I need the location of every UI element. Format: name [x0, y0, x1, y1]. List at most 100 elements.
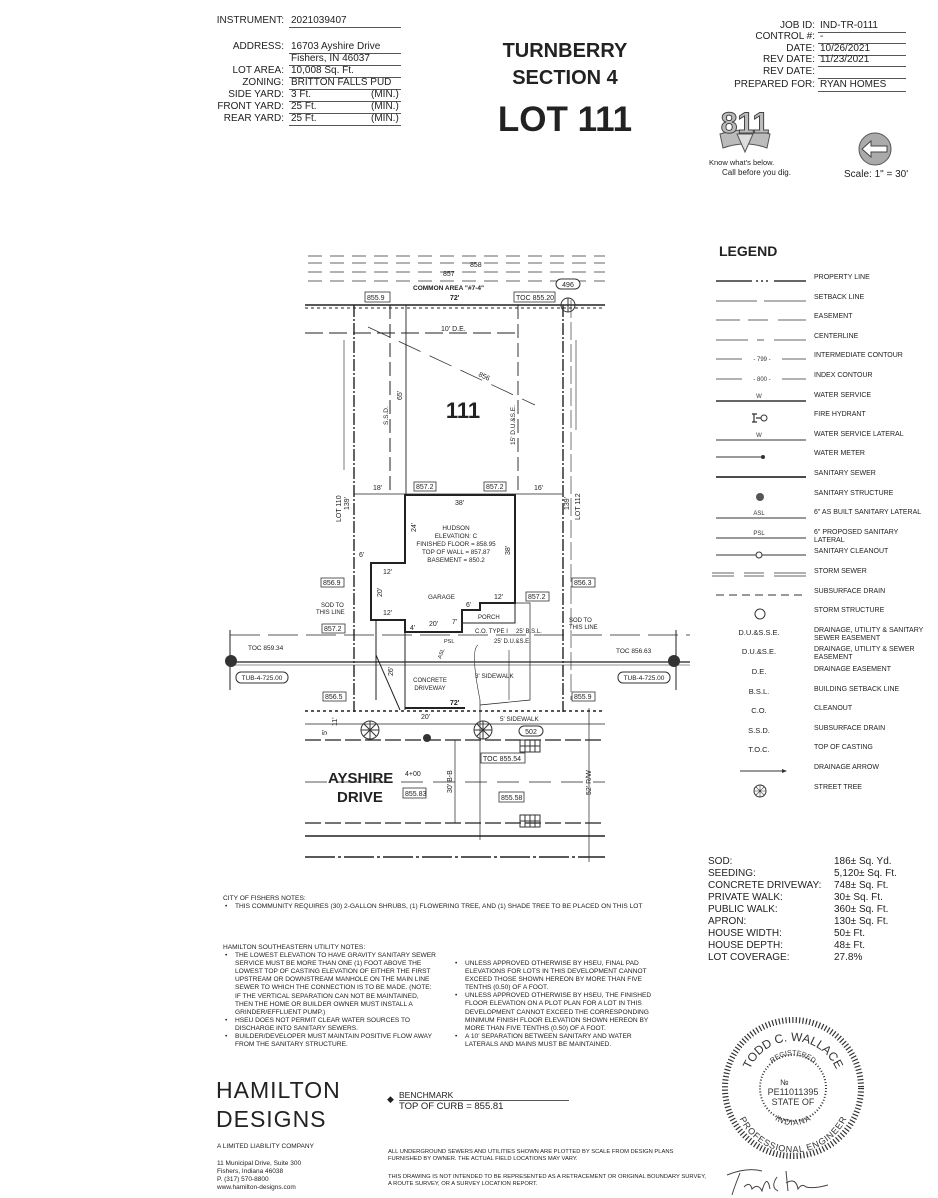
- common-area-label: COMMON AREA "#7-4": [413, 285, 484, 292]
- sanitary-structure-right: [668, 655, 680, 667]
- company-website[interactable]: www.hamilton-designs.com: [217, 1184, 296, 1191]
- legend-symbol-arrow-icon: [740, 769, 787, 773]
- svg-text:REGISTERED: REGISTERED: [769, 1050, 817, 1065]
- toc-rear: TOC 855.20: [516, 295, 554, 302]
- quantity-label: CONCRETE DRIVEWAY:: [708, 880, 822, 891]
- side-yard-min: (MIN.): [371, 89, 399, 100]
- instrument-value: 2021039407: [289, 15, 401, 28]
- legend-item: PROPERTY LINE: [712, 272, 932, 290]
- zoning-value: BRITTON FALLS PUD: [289, 77, 401, 90]
- legend-item: SANITARY SEWER: [712, 468, 932, 486]
- front-setback-label: 25' B.S.L.: [516, 629, 542, 635]
- legend-abbreviation: D.E.: [751, 667, 767, 676]
- road-lines: [229, 602, 690, 862]
- legend-symbol-hydrant-icon: [752, 413, 768, 423]
- quantity-value: 50± Ft.: [834, 928, 866, 939]
- legend-abbreviation: D.U.&S.E.: [741, 647, 777, 657]
- legend-item-label: STREET TREE: [814, 783, 862, 791]
- legend-item: - 800 -INDEX CONTOUR: [712, 370, 932, 388]
- top-of-wall: TOP OF WALL = 857.87: [422, 549, 491, 556]
- utility-notes-title: HAMILTON SOUTHEASTERN UTILITY NOTES:: [223, 944, 366, 951]
- legend-item-label: STORM SEWER: [814, 568, 867, 575]
- rear-width-dim: 72': [450, 295, 460, 302]
- front-easement-label: 25' D.U.&S.E.: [494, 639, 531, 645]
- legend-item-label: FIRE HYDRANT: [814, 411, 866, 419]
- company-name-1: HAMILTON: [216, 1077, 341, 1103]
- quantity-label: SEEDING:: [708, 868, 756, 879]
- company-address-2: Fishers, Indiana 46038: [217, 1168, 284, 1175]
- legend-item: EASEMENT: [712, 311, 932, 329]
- city-note: THIS COMMUNITY REQUIRES (30) 2-GALLON SH…: [225, 903, 643, 911]
- legend-item: STORM SEWER: [712, 566, 932, 584]
- tub-right: TUB-4-725.00: [624, 675, 665, 682]
- porch-label: PORCH: [478, 615, 500, 621]
- utility-note: THE LOWEST ELEVATION TO HAVE GRAVITY SAN…: [225, 952, 438, 1017]
- company-name-2: DESIGNS: [216, 1106, 327, 1132]
- job-id-value: IND-TR-0111: [818, 20, 906, 33]
- contour-858-label: 858: [470, 262, 482, 269]
- call-811-logo: 811: [719, 107, 771, 154]
- legend-symbol-mark: - 800 -: [753, 377, 770, 383]
- inlet-grate-icon: [519, 814, 541, 828]
- legend-abbreviation: B.S.L.: [748, 686, 770, 696]
- legend-item-label: SANITARY CLEANOUT: [814, 548, 889, 556]
- dim-12-porch: 12': [494, 594, 503, 601]
- benchmark-title: BENCHMARK: [399, 1090, 569, 1101]
- sanitary-structure-left: [225, 655, 237, 667]
- elev-street-2: 855.58: [501, 795, 523, 802]
- legend-abbreviation: C.O.: [751, 706, 767, 716]
- legend-item-label: WATER SERVICE LATERAL: [814, 430, 904, 438]
- legend-item: SUBSURFACE DRAIN: [712, 586, 932, 604]
- drainage-easement-label: 10' D.E.: [441, 326, 466, 333]
- toc-left: TOC 859.34: [248, 645, 284, 652]
- date-label: DATE:: [786, 43, 815, 54]
- plot-plan: 858 857 856 COMMON AREA "#7-4" 496 72' 8…: [225, 255, 690, 862]
- utility-note: A 10' SEPARATION BETWEEN SANITARY AND WA…: [455, 1033, 663, 1049]
- structure-502-label: 502: [525, 729, 537, 736]
- driveway-dim: 26': [388, 667, 395, 676]
- quantity-label: PRIVATE WALK:: [708, 892, 783, 903]
- legend-symbol-lettered-icon: PSL: [716, 531, 806, 539]
- lot-area-value: 10,008 Sq. Ft.: [289, 65, 401, 78]
- sod-right-line1: SOD TO: [569, 618, 592, 624]
- legend-title: LEGEND: [719, 243, 778, 259]
- logo-811-number: 811: [721, 107, 769, 140]
- rev-date-value: 11/23/2021: [818, 54, 906, 67]
- legend-item: D.U.&S.E.DRAINAGE, UTILITY & SEWER EASEM…: [712, 644, 932, 662]
- job-id-label: JOB ID:: [779, 20, 815, 31]
- legend-symbol-lettered-heavy-icon: W: [716, 394, 806, 402]
- rev-date2-label: REV DATE:: [762, 66, 815, 77]
- legend-abbreviation: T.O.C.: [748, 745, 770, 755]
- elev-front-right: 855.9: [574, 694, 592, 701]
- legend-item: T.O.C. TOP OF CASTING: [712, 742, 932, 760]
- benchmark-value: TOP OF CURB = 855.81: [399, 1101, 504, 1112]
- street-tree-icon: [360, 720, 380, 740]
- elev-porch: 857.2: [528, 594, 546, 601]
- legend-item-label: TOP OF CASTING: [814, 744, 873, 752]
- driveway-label-1: CONCRETE: [413, 678, 447, 684]
- cleanout-type: C.O. TYPE I: [475, 629, 508, 635]
- hydrant-icon: [423, 734, 431, 742]
- house-width-dim: 38': [455, 500, 464, 507]
- quantity-label: HOUSE DEPTH:: [708, 940, 784, 951]
- house-model: HUDSON: [442, 525, 470, 532]
- seal-state-of: STATE OF: [772, 1097, 815, 1107]
- scale-label: Scale: 1" = 30': [844, 169, 909, 180]
- legend-item-label: WATER SERVICE: [814, 391, 872, 399]
- side-right-dim: 16': [534, 485, 543, 492]
- street-name-1: AYSHIRE: [328, 770, 393, 787]
- seal-no: №: [780, 1078, 789, 1087]
- disclaimer-utilities: ALL UNDERGROUND SEWERS AND UTILITIES SHO…: [388, 1149, 674, 1162]
- address-label: ADDRESS:: [232, 41, 284, 52]
- legend-item: D.U.&S.S.E.DRAINAGE, UTILITY & SANITARY …: [712, 625, 932, 643]
- utility-notes-left: HAMILTON SOUTHEASTERN UTILITY NOTES: THE…: [223, 944, 438, 1049]
- private-sidewalk-label: 3' SIDEWALK: [475, 673, 515, 680]
- elev-right-side: 856.3: [574, 580, 592, 587]
- lot-title: LOT 111: [497, 100, 633, 139]
- legend-symbol-setback-icon: [716, 300, 806, 301]
- toc-front: TOC 855.54: [483, 756, 521, 763]
- quantity-label: PUBLIC WALK:: [708, 904, 778, 915]
- dim-20-front: 20': [429, 621, 438, 628]
